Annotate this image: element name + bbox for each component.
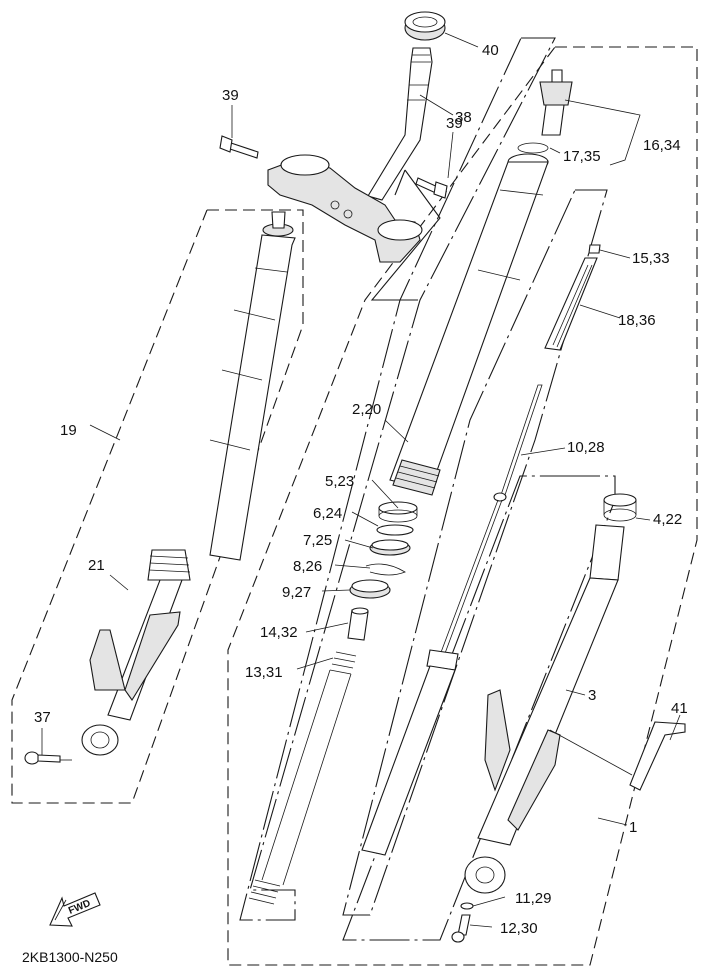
callout-label: 14,32 [260,624,298,641]
callout-label: 10,28 [567,439,605,456]
collar-part-14-32 [347,607,369,641]
washer-part-11-29 [460,902,474,910]
nut-part-15-33 [588,244,601,254]
washer-part-6-24 [376,524,414,536]
callout-label: 5,23 [325,473,354,490]
cap-bolt-part-16-34 [539,69,573,136]
callout-label: 18,36 [618,312,656,329]
callout-label: 37 [34,709,51,726]
group-boundary-rod [342,189,608,916]
callout-label: 39 [222,87,239,104]
callout-label: 2,20 [352,401,381,418]
callout-label: 38 [455,109,472,126]
callout-label: 11,29 [515,890,551,907]
bolt-part-37 [24,751,61,765]
callout-label: 40 [482,42,499,59]
spring-part-13-31 [248,651,357,905]
callout-label: 1 [629,819,637,836]
fwd-label: FWD [67,898,92,917]
damper-rod-part-10-28 [361,384,543,856]
callout-label: 7,25 [303,532,332,549]
diagram-code: 2KB1300-N250 [22,949,118,965]
group-boundary-1 [227,46,698,966]
callout-label: 4,22 [653,511,682,528]
left-fork-assembly-part-19 [81,211,296,756]
outer-tube-part-2-20 [389,153,549,496]
bolt-part-12-30 [451,914,471,943]
group-boundary-19 [11,209,304,804]
clip-part-8-26 [365,563,406,576]
inner-tube-part-3 [464,524,625,894]
bolt-part-39-lower [415,177,448,199]
callout-label: 16,34 [643,137,681,154]
callout-label: 9,27 [282,584,311,601]
lower-bracket-part [267,154,423,263]
bracket-part-41 [629,721,686,791]
bolt-part-39-upper [219,135,259,159]
oring-part-17-35 [517,142,549,154]
callout-label: 39 [446,115,463,132]
callout-label: 12,30 [500,920,538,937]
callout-label: 21 [88,557,105,574]
callout-label: 15,33 [632,250,670,267]
forward-direction-arrow-icon: FWD [49,892,101,927]
leader-lines [41,32,681,928]
callout-label: 13,31 [245,664,283,681]
group-boundary-cartridge [239,37,556,921]
callout-label: 17,35 [563,148,601,165]
group-boundary-outer-tube [342,475,616,941]
callout-label: 6,24 [313,505,342,522]
group-boundary-bolt [370,169,441,301]
callout-label: 19 [60,422,77,439]
seal-part-5-23 [378,501,418,523]
dust-seal-part-9-27 [349,579,391,599]
steering-stem-part-38 [367,47,433,201]
bearing-part-40 [404,11,446,41]
callout-label: 41 [671,700,688,717]
callout-label: 8,26 [293,558,322,575]
bushing-part-4-22 [603,493,637,522]
adjuster-rod-part-18-36 [544,257,598,351]
seal-part-7-25 [369,539,411,556]
callout-label: 3 [588,687,596,704]
